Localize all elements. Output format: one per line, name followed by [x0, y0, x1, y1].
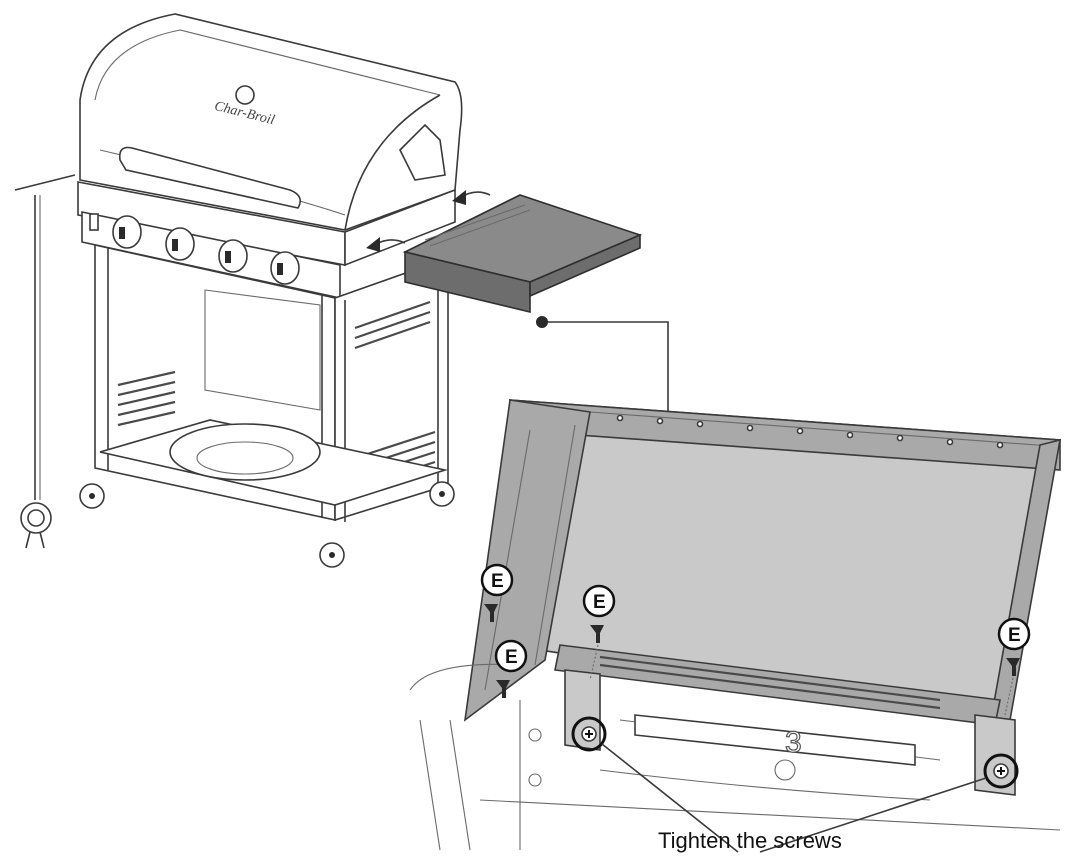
- front-vent-strip: [554, 644, 1001, 726]
- leader-dot: [536, 316, 548, 328]
- caster-wheels: [79, 481, 455, 568]
- panel-number: 3: [785, 726, 802, 759]
- screw-callout-2: E: [494, 639, 528, 698]
- part-e-label: E: [593, 592, 606, 613]
- screw-icon: [1006, 658, 1020, 676]
- screw-callout-1: E: [480, 563, 514, 622]
- part-e-badge: [997, 617, 1031, 651]
- side-shelf-part: [402, 194, 643, 328]
- part-e-badge: [494, 639, 528, 673]
- grill-illustration: Char-Broil: [14, 13, 491, 568]
- tighten-screw-left: [571, 716, 607, 752]
- caption-text: Tighten the screws: [658, 828, 842, 853]
- caption-leader-right: [759, 777, 987, 853]
- tighten-screw-right: [983, 753, 1019, 789]
- screw-icon: [484, 604, 498, 622]
- part-e-label: E: [1008, 625, 1021, 646]
- part-e-badge: [582, 584, 616, 618]
- lip-holes: [616, 414, 1004, 449]
- part-e-badge: [480, 563, 514, 597]
- screw-icon: [590, 625, 604, 643]
- vent-slots-left: [117, 370, 176, 427]
- leader-line: [548, 321, 669, 412]
- screw-callout-3: E: [582, 584, 616, 681]
- caption-leader-left: [601, 743, 739, 853]
- detail-view: 3: [409, 399, 1062, 851]
- insert-arrows: [366, 190, 491, 252]
- control-knobs: [89, 213, 300, 285]
- screw-icon: [496, 680, 510, 698]
- part-e-label: E: [491, 571, 504, 592]
- thermometer-icon: [235, 85, 255, 105]
- part-e-label: E: [505, 647, 518, 668]
- screw-callout-4: E: [997, 617, 1031, 716]
